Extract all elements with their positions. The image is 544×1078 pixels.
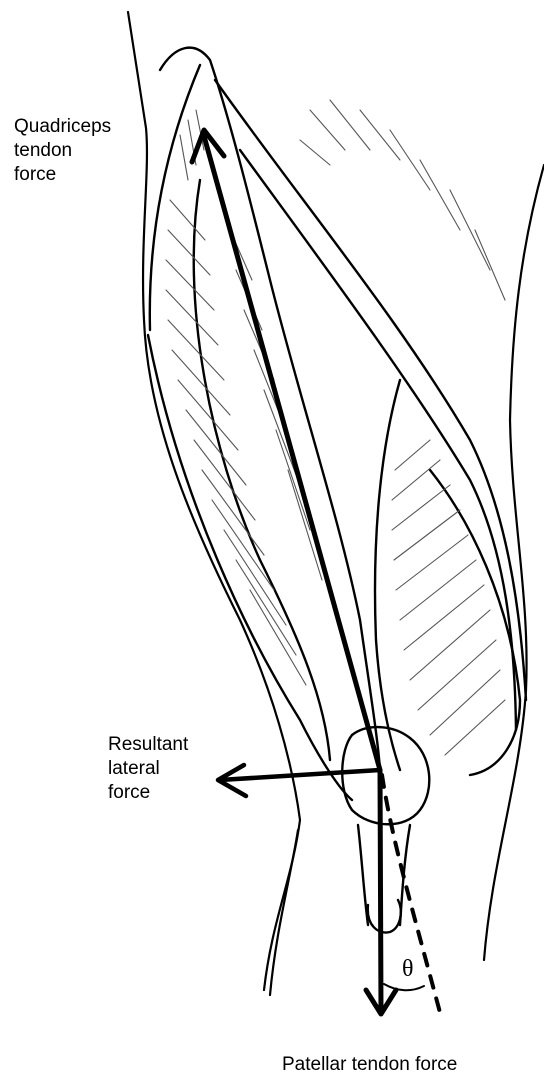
resultant-force-shaft bbox=[220, 770, 380, 780]
quadriceps-force-shaft bbox=[204, 136, 380, 770]
force-vectors bbox=[192, 130, 442, 1020]
vastus-medialis-outline bbox=[375, 380, 400, 770]
patellar-force-shaft bbox=[380, 770, 381, 1012]
quadriceps-label-line-1: Quadriceps bbox=[14, 115, 111, 139]
lateral-thigh-contour bbox=[128, 12, 300, 990]
medial-thigh-contour bbox=[484, 165, 544, 960]
quadriceps-label-line-3: force bbox=[14, 163, 111, 187]
patella-outline bbox=[342, 727, 429, 824]
resultant-label-line-1: Resultant bbox=[108, 733, 188, 757]
tibial-tuberosity bbox=[368, 900, 401, 933]
resultant-label-line-2: lateral bbox=[108, 757, 188, 781]
resultant-lateral-force-label: Resultant lateral force bbox=[108, 733, 188, 805]
quadriceps-tendon-force-label: Quadriceps tendon force bbox=[14, 115, 111, 187]
muscle-outlines bbox=[148, 48, 526, 933]
reference-dashed-line bbox=[382, 775, 442, 1020]
sartorius-band-upper bbox=[215, 80, 526, 700]
quadriceps-label-line-2: tendon bbox=[14, 139, 111, 163]
vastus-lateralis-outer bbox=[150, 65, 200, 330]
knee-lateral-contour bbox=[270, 830, 298, 995]
patellar-tendon-force-label: Patellar tendon force bbox=[282, 1053, 457, 1077]
resultant-label-line-3: force bbox=[108, 781, 188, 805]
angle-theta-label: θ bbox=[402, 956, 414, 982]
patellar-tendon-left bbox=[358, 825, 368, 925]
angle-arc bbox=[384, 984, 424, 990]
muscle-fiber-hatching bbox=[166, 100, 505, 755]
